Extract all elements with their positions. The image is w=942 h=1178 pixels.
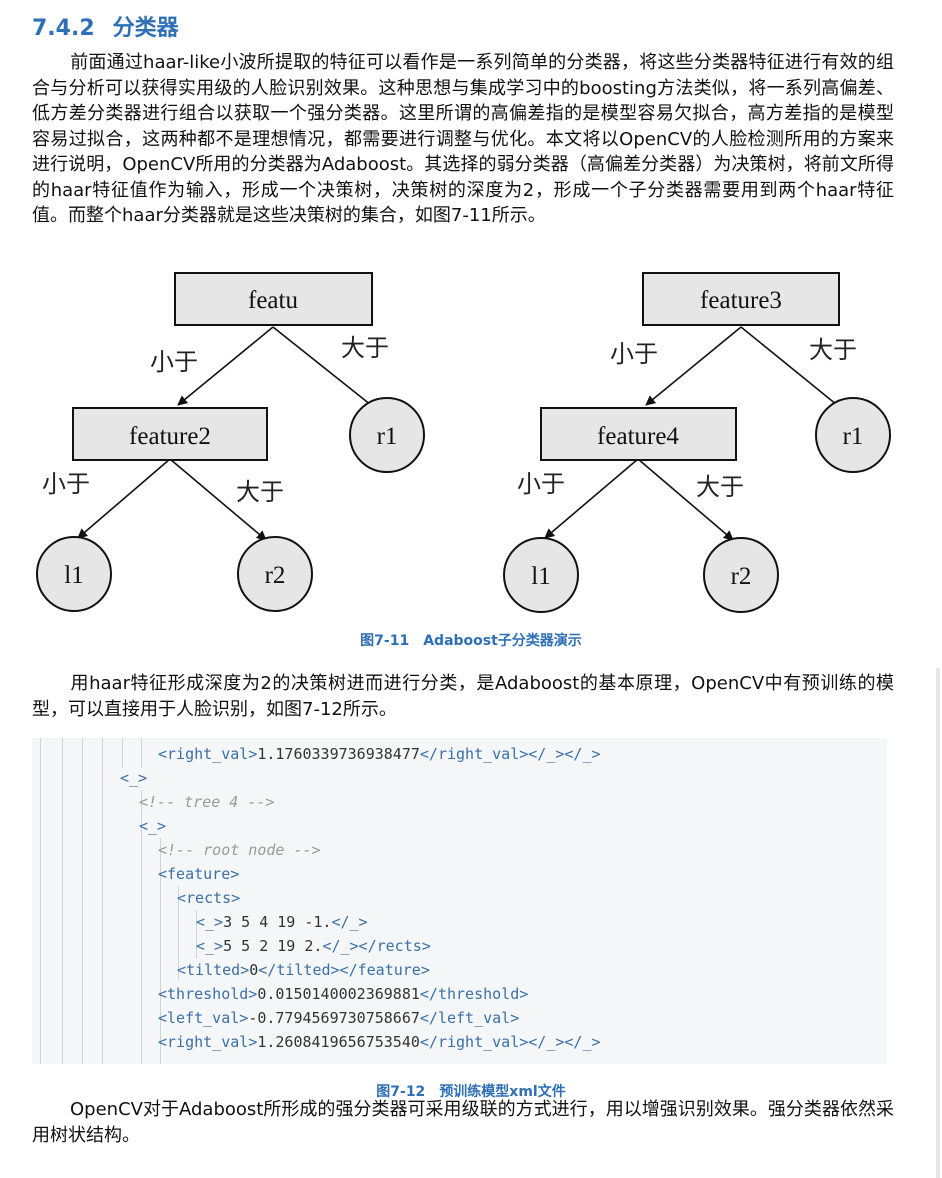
left-edge-less-bottom: 小于 [42, 470, 90, 498]
page-edge-bar [936, 668, 940, 1178]
left-edge-greater-bottom: 大于 [236, 478, 284, 506]
right-child-label: feature4 [597, 423, 679, 450]
right-tree: feature3 feature4 r1 l1 r2 小于 大于 小于 大于 [503, 272, 891, 613]
figure-caption-7-12: 图7-12 预训练模型xml文件 [0, 1081, 942, 1101]
left-leaf-r2 [237, 536, 313, 612]
decision-tree-figure: featu feature2 r1 l1 r2 小于 大于 小于 大于 feat… [36, 272, 891, 613]
right-leaf-r2 [703, 537, 779, 613]
right-edge-less-bottom: 小于 [517, 470, 565, 498]
left-leaf-r2-label: r2 [265, 562, 286, 589]
code-line-12: <left_val>-0.7794569730758667</left_val> [158, 1009, 520, 1027]
code-line-11: <threshold>0.0150140002369881</threshold… [158, 985, 529, 1003]
left-root-label: featu [248, 287, 298, 314]
right-right-leaf-label: r1 [843, 423, 864, 450]
paragraph-cascade: OpenCV对于Adaboost所形成的强分类器可采用级联的方式进行，用以增强识… [32, 1097, 894, 1148]
right-edge-greater-top: 大于 [809, 336, 857, 364]
left-tree: featu feature2 r1 l1 r2 小于 大于 小于 大于 [36, 272, 425, 612]
right-right-leaf [815, 397, 891, 473]
right-leaf-l1-label: l1 [531, 563, 550, 590]
code-line-13: <right_val>1.2608419656753540</right_val… [158, 1033, 601, 1051]
section-title: 分类器 [112, 16, 179, 41]
section-number: 7.4.2 [32, 16, 95, 41]
left-right-leaf [349, 397, 425, 473]
code-line-9: <_>5 5 2 19 2.</_></rects> [196, 937, 431, 955]
figure-caption-text: 预训练模型xml文件 [439, 1084, 566, 1100]
paragraph-cascade-text: OpenCV对于Adaboost所形成的强分类器可采用级联的方式进行，用以增强识… [32, 1099, 894, 1146]
right-child-node [540, 407, 737, 461]
left-leaf-l1-label: l1 [64, 562, 83, 589]
left-right-leaf-label: r1 [377, 423, 398, 450]
left-edge-less-top: 小于 [150, 348, 198, 376]
left-root-node [174, 272, 373, 326]
code-line-1: <right_val>1.1760339736938477</right_val… [158, 745, 601, 763]
paragraph-intro: 前面通过haar-like小波所提取的特征可以看作是一系列简单的分类器，将这些分… [32, 50, 894, 229]
code-line-2: <_> [120, 769, 148, 787]
right-root-label: feature3 [700, 287, 782, 314]
left-child-label: feature2 [129, 423, 211, 450]
right-leaf-r2-label: r2 [731, 563, 752, 590]
right-edge-less-top: 小于 [610, 340, 658, 368]
right-edge-greater-bottom: 大于 [696, 473, 744, 501]
figure-caption-7-11: 图7-11 Adaboost子分类器演示 [0, 630, 942, 650]
figure-number: 图7-12 [376, 1084, 426, 1100]
code-line-6: <feature> [158, 865, 240, 883]
paragraph-model-text: 用haar特征形成深度为2的决策树进而进行分类，是Adaboost的基本原理，O… [32, 673, 894, 720]
figure-caption-text: Adaboost子分类器演示 [423, 633, 582, 649]
right-root-node [642, 272, 840, 326]
paragraph-model: 用haar特征形成深度为2的决策树进而进行分类，是Adaboost的基本原理，O… [32, 671, 894, 722]
figure-number: 图7-11 [360, 633, 410, 649]
paragraph-intro-text: 前面通过haar-like小波所提取的特征可以看作是一系列简单的分类器，将这些分… [32, 52, 894, 226]
code-line-4: <_> [139, 817, 167, 835]
xml-code-block: <right_val>1.1760339736938477</right_val… [32, 738, 887, 1064]
left-leaf-l1 [36, 536, 112, 612]
section-heading: 7.4.2 分类器 [32, 10, 179, 42]
left-edge-greater-top: 大于 [341, 334, 389, 362]
right-leaf-l1 [503, 537, 579, 613]
code-line-8: <_>3 5 4 19 -1.</_> [196, 913, 368, 931]
left-child-node [72, 407, 268, 461]
code-line-3: <!-- tree 4 --> [139, 793, 275, 811]
code-line-5: <!-- root node --> [158, 841, 321, 859]
code-line-7: <rects> [177, 889, 241, 907]
code-line-10: <tilted>0</tilted></feature> [177, 961, 430, 979]
